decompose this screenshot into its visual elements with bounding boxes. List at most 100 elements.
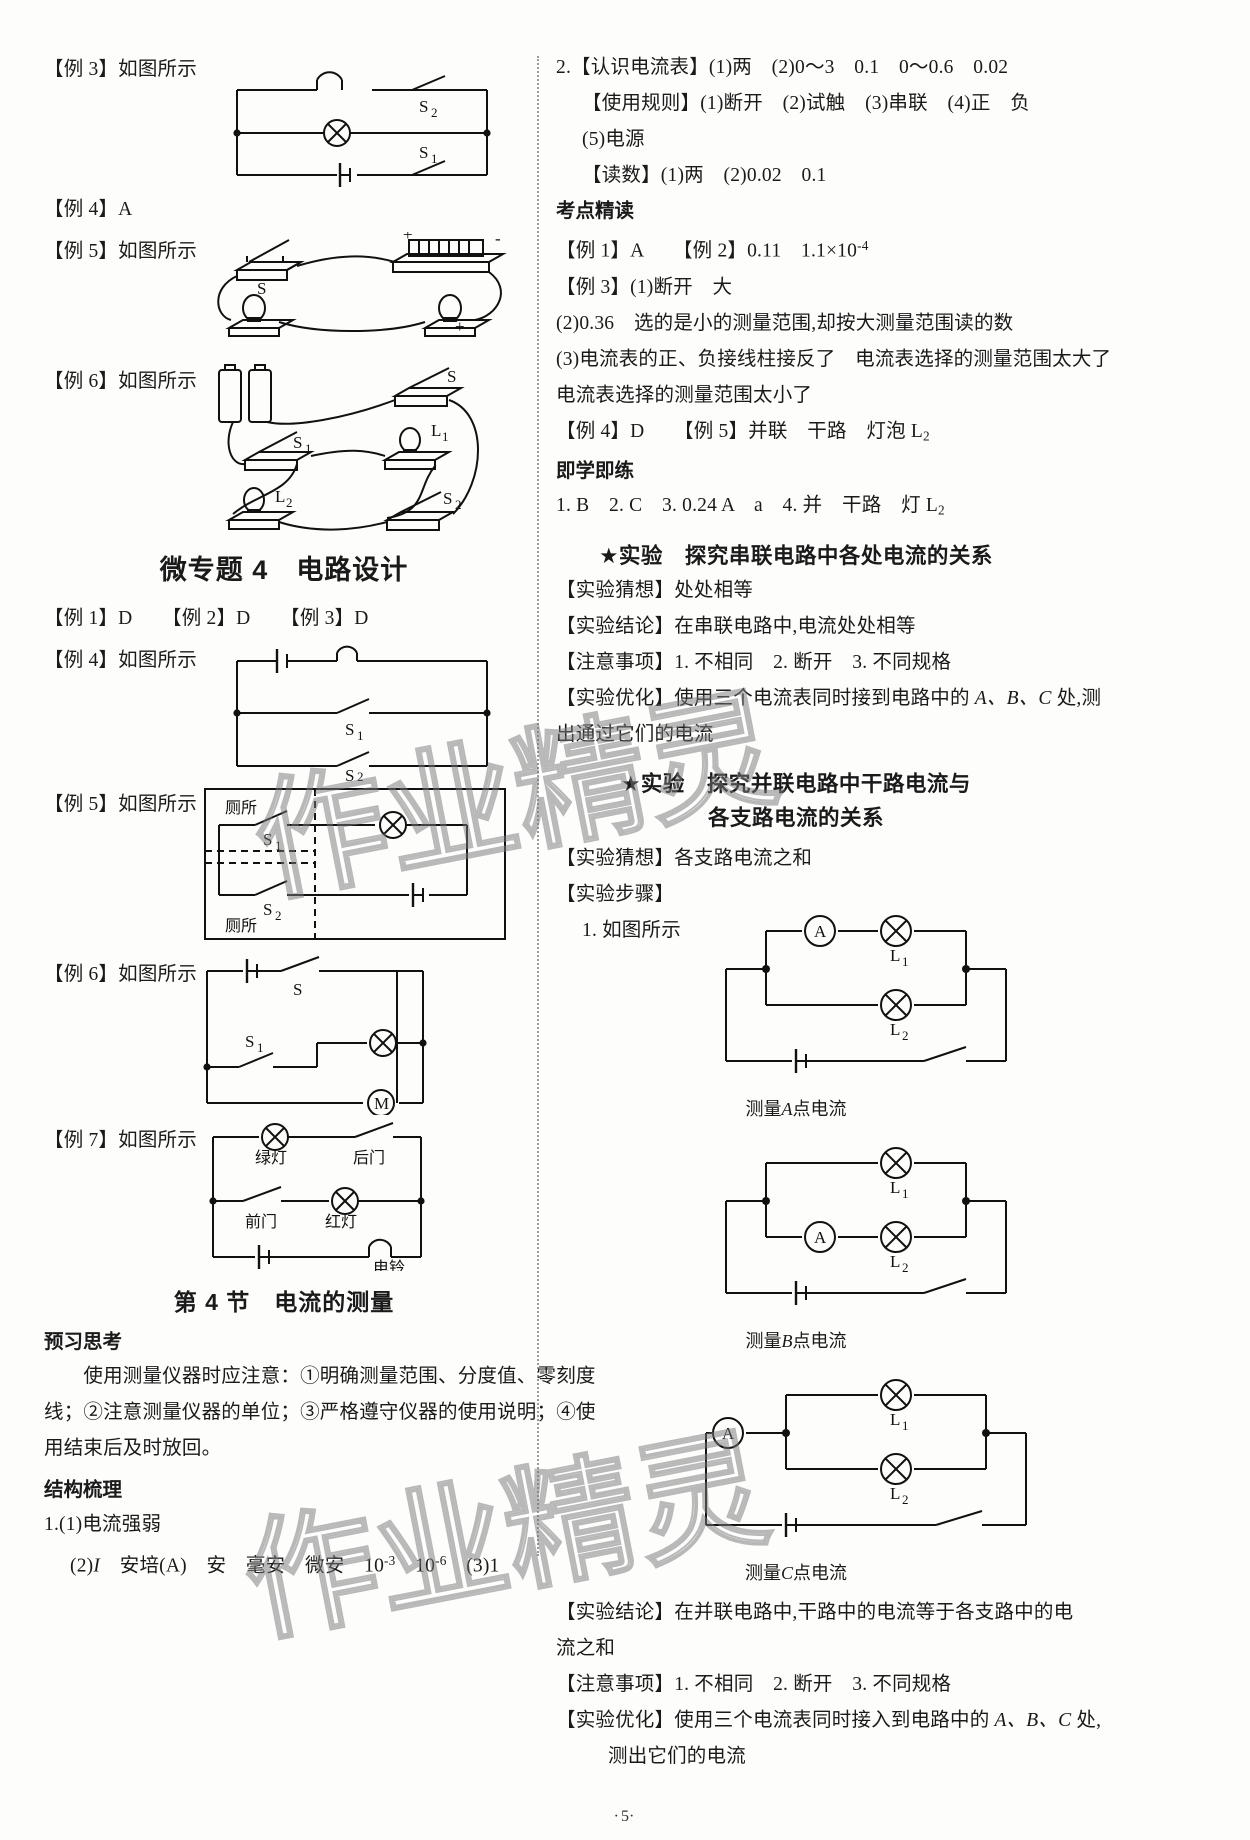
svg-text:S: S: [245, 1032, 254, 1051]
svg-text:S: S: [293, 980, 302, 999]
bell-label: 电铃: [373, 1259, 405, 1271]
structure-heading: 结构梳理: [44, 1479, 123, 1501]
kaodian-line-2: 【例 3】(1)断开 大: [556, 276, 733, 298]
example-5-figure: S + -: [197, 232, 527, 342]
micro-topic-title: 微专题 4 电路设计: [159, 555, 409, 585]
kaodian-heading: 考点精读: [556, 200, 635, 222]
item-2-line-1: 2.【认识电流表】(1)两 (2)0～3 0.1 0～0.6 0.02: [556, 57, 1009, 78]
section-4-title: 第 4 节 电流的测量: [173, 1289, 395, 1315]
front-door-label: 前门: [245, 1213, 277, 1231]
structure-item-1: 1.(1)电流强弱: [44, 1514, 162, 1535]
experiment-2-title-line-2: 各支路电流的关系: [707, 806, 884, 831]
figure-A-caption-point: A: [781, 1099, 793, 1120]
svg-text:2: 2: [455, 497, 462, 512]
svg-text:L: L: [890, 1178, 900, 1197]
experiment-1-optimization: 【实验优化】使用三个电流表同时接到电路中的 A、B、C 处,测: [556, 681, 1101, 717]
svg-text:+: +: [455, 317, 465, 336]
design-example-7-label: 【例 7】如图所示: [44, 1130, 197, 1151]
figure-A-caption: 测量A点电流: [556, 1095, 1036, 1121]
item-2-line-4: 【读数】(1)两 (2)0.02 0.1: [582, 165, 827, 186]
green-lamp-label: 绿灯: [255, 1149, 287, 1167]
svg-text:1: 1: [257, 1040, 264, 1055]
example-6-label: 【例 6】如图所示: [44, 371, 197, 392]
jixue-answers: 1. B 2. C 3. 0.24 A a 4. 并 干路 灯 L2: [556, 488, 1036, 529]
kaodian-6-sub: 2: [922, 428, 930, 444]
preview-line-3: 用结束后及时放回。: [44, 1438, 222, 1459]
svg-text:S: S: [345, 766, 354, 781]
figure-C-caption: 测量C点电流: [556, 1559, 1036, 1585]
svg-text:S: S: [263, 900, 272, 919]
kaodian-line-1: 【例 1】A 【例 2】0.11 1.1×10-4: [556, 228, 1036, 270]
svg-text:A: A: [814, 1228, 827, 1247]
figure-C-caption-suffix: 点电流: [793, 1563, 847, 1584]
experiment-2-conclusion-line-1: 【实验结论】在并联电路中,干路中的电流等于各支路中的电: [556, 1602, 1074, 1624]
figure-C-caption-point: C: [780, 1563, 793, 1584]
svg-text:2: 2: [357, 769, 364, 781]
structure-2-exp-2: -6: [435, 1553, 447, 1568]
example-4-answer: 【例 4】A: [44, 199, 133, 220]
experiment-2-step-1: 1. 如图所示: [582, 920, 681, 942]
svg-text:S: S: [419, 143, 428, 162]
svg-text:L: L: [890, 1484, 900, 1503]
svg-text:L: L: [431, 421, 441, 440]
structure-2-units: 安培(A) 安 毫安 微安 10: [100, 1555, 385, 1577]
example-3-label: 【例 3】如图所示: [44, 59, 197, 80]
kaodian-line-3: (2)0.36 选的是小的测量范围,却按大测量范围读的数: [556, 312, 1014, 334]
svg-text:L: L: [890, 1410, 900, 1429]
kaodian-line-4: (3)电流表的正、负接线柱接反了 电流表选择的测量范围太大了: [556, 348, 1112, 370]
experiment-1-conclusion: 【实验结论】在串联电路中,电流处处相等: [556, 616, 916, 638]
room-label-bottom: 厕所: [225, 917, 257, 935]
experiment-1-optimization-line-2: 出通过它们的电流: [556, 724, 714, 746]
preview-heading: 预习思考: [44, 1331, 123, 1353]
svg-text:S: S: [419, 97, 428, 116]
experiment-2-optimization-line-2: 测出它们的电流: [608, 1746, 746, 1768]
figure-A-caption-suffix: 点电流: [792, 1099, 847, 1120]
figure-B-caption: 测量B点电流: [556, 1327, 1036, 1353]
back-door-label: 后门: [353, 1149, 385, 1167]
right-column: 2.【认识电流表】(1)两 (2)0～3 0.1 0～0.6 0.02 【使用规…: [556, 44, 1112, 1775]
design-example-7-figure: 绿灯 后门 前门 红灯: [197, 1121, 527, 1271]
figure-A-caption-prefix: 测量: [745, 1099, 782, 1120]
experiment-1-notes: 【注意事项】1. 不相同 2. 断开 3. 不同规格: [556, 652, 952, 674]
svg-text:1: 1: [902, 954, 909, 969]
svg-text:1: 1: [902, 1418, 909, 1433]
exp2-opt-prefix: 【实验优化】使用三个电流表同时接入到电路中的: [556, 1710, 995, 1732]
experiment-2-notes: 【注意事项】1. 不相同 2. 断开 3. 不同规格: [556, 1674, 952, 1696]
svg-text:2: 2: [286, 495, 293, 510]
jixue-answers-sub: 2: [938, 503, 945, 519]
structure-2-tail: (3)1: [446, 1555, 500, 1577]
experiment-1-guess: 【实验猜想】处处相等: [556, 580, 754, 602]
kaodian-line-6: 【例 4】D 【例 5】并联 干路 灯泡 L2: [556, 414, 1036, 455]
design-example-5-label: 【例 5】如图所示: [44, 794, 197, 815]
svg-text:2: 2: [275, 908, 282, 923]
room-label-top: 厕所: [225, 799, 257, 817]
svg-text:1: 1: [442, 429, 449, 444]
design-answers-line: 【例 1】D 【例 2】D 【例 3】D: [44, 608, 369, 629]
item-2-line-3: (5)电源: [582, 129, 645, 150]
experiment-2-steps-heading: 【实验步骤】: [556, 884, 675, 906]
svg-text:2: 2: [431, 105, 438, 120]
example-5-row: 【例 5】如图所示 S + -: [44, 232, 524, 342]
design-example-6-figure: S S: [197, 955, 527, 1115]
svg-text:L: L: [890, 1252, 900, 1271]
design-example-6-label: 【例 6】如图所示: [44, 964, 197, 985]
item-2-line-2: 【使用规则】(1)断开 (2)试触 (3)串联 (4)正 负: [582, 93, 1030, 114]
page-number-value: 5: [621, 1808, 629, 1825]
exp2-opt-suffix: 处,: [1071, 1710, 1102, 1732]
design-example-6-row: 【例 6】如图所示 S: [44, 955, 524, 1115]
svg-text:S: S: [293, 433, 302, 452]
column-divider: [537, 56, 539, 1556]
experiment-1-title: ★实验 探究串联电路中各处电流的关系: [599, 544, 993, 569]
experiment-2-guess: 【实验猜想】各支路电流之和: [556, 848, 813, 870]
red-lamp-label: 红灯: [325, 1213, 357, 1231]
svg-text:-: -: [495, 232, 501, 248]
exp2-opt-points: A、B、C: [994, 1710, 1072, 1732]
svg-text:2: 2: [902, 1492, 909, 1507]
svg-text:+: +: [403, 232, 413, 244]
